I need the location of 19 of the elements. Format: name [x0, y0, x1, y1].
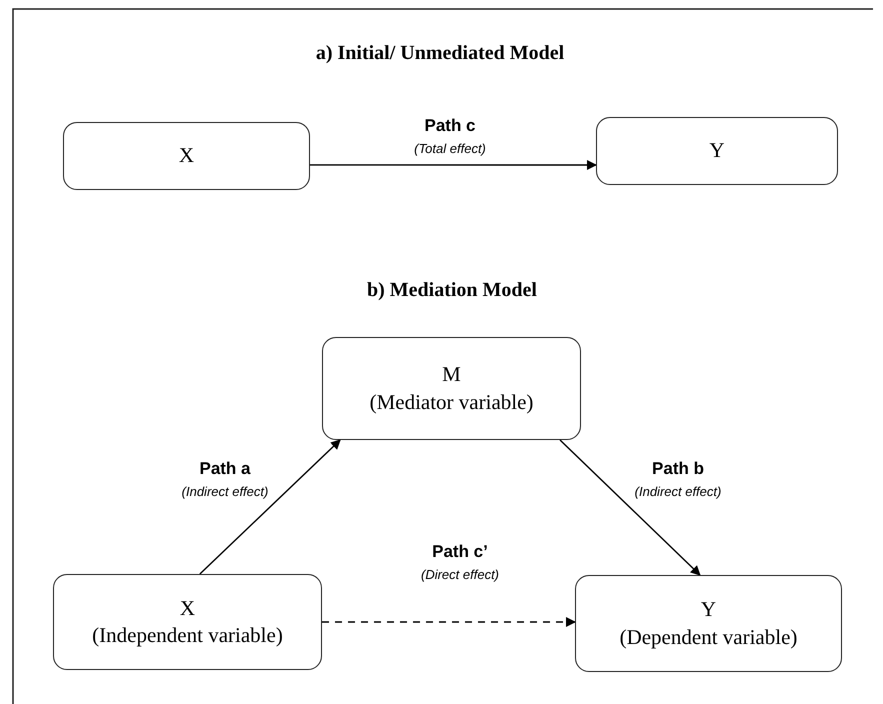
box-text: (Mediator variable)	[370, 388, 534, 416]
box-text: X	[180, 594, 196, 622]
variable-box	[596, 117, 838, 185]
box-text: (Independent variable)	[92, 622, 283, 649]
arrow	[199, 439, 341, 574]
box-text: Y	[709, 137, 725, 164]
arrow	[310, 160, 597, 170]
variable-box	[53, 574, 322, 670]
variable-box	[63, 122, 310, 190]
box-text: M	[442, 361, 461, 388]
arrow	[560, 440, 701, 576]
box-text: Y	[700, 596, 716, 624]
box-text: (Dependent variable)	[620, 624, 798, 650]
box-text: X	[178, 142, 194, 170]
panel-title: b) Mediation Model	[367, 278, 537, 303]
arrow	[322, 617, 576, 627]
variable-box	[575, 575, 842, 672]
panel-title: a) Initial/ Unmediated Model	[316, 41, 564, 66]
variable-box	[322, 337, 581, 440]
